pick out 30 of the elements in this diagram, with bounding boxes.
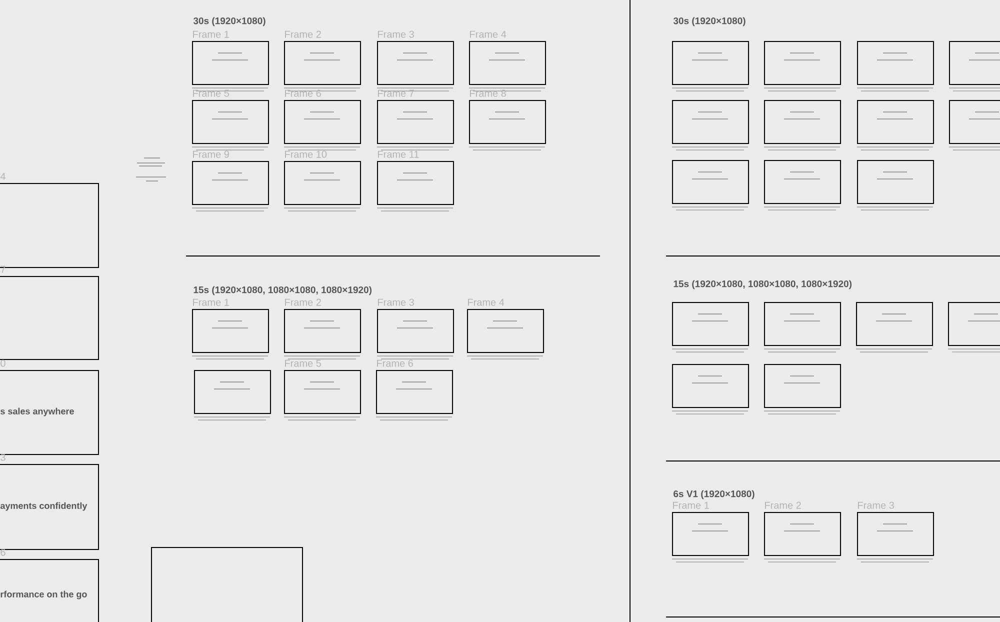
storyboard-frame [764, 364, 841, 414]
section-title: 30s (1920×1080) [193, 17, 266, 26]
storyboard-frame [764, 160, 841, 210]
storyboard-frame [948, 302, 1000, 352]
slide-box: 0 s sales anywhere [0, 360, 99, 455]
empty-box [151, 547, 303, 622]
node-label: 6 [0, 548, 6, 556]
slide-box: 6 rformance on the go [0, 548, 99, 622]
section-title: 30s (1920×1080) [673, 17, 746, 26]
node-label: 0 [0, 360, 6, 367]
storyboard-frame [672, 100, 749, 150]
storyboard-frame [856, 41, 934, 92]
storyboard-frame [672, 160, 749, 210]
node-label: 3 [0, 454, 6, 461]
storyboard-frame [856, 160, 934, 210]
storyboard-frame [672, 302, 749, 352]
section-title: 15s (1920×1080, 1080×1080, 1080×1920) [674, 280, 852, 290]
storyboard-frame [764, 302, 841, 352]
slide-box: 3 ayments confidently [0, 454, 99, 550]
storyboard-frame [856, 100, 934, 150]
storyboard-frame [856, 302, 933, 352]
storyboard-frame [764, 100, 841, 150]
section-title: 15s (1920×1080, 1080×1080, 1080×1920) [194, 286, 372, 296]
storyboard-frame [764, 41, 841, 92]
storyboard-frame [672, 364, 749, 414]
storyboard-frame [672, 41, 749, 92]
section-title: 6s V1 (1920×1080) [674, 490, 754, 500]
storyboard-frame [948, 100, 1000, 150]
storyboard-frame [194, 370, 271, 420]
storyboard-frame [948, 41, 1000, 92]
